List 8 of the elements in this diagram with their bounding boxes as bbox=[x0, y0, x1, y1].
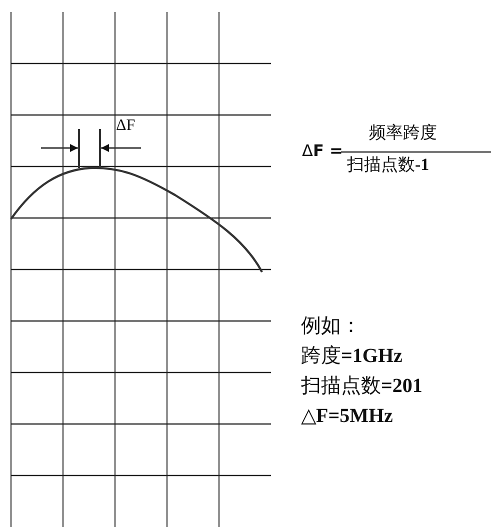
fraction-numerator: 频率跨度 bbox=[369, 124, 437, 143]
example-line: △F=5MHz bbox=[301, 405, 393, 427]
example-line: 跨度=1GHz bbox=[301, 345, 402, 367]
example-line: 扫描点数=201 bbox=[301, 375, 422, 397]
dimension-label: ΔF bbox=[116, 117, 136, 135]
example-heading: 例如： bbox=[301, 315, 361, 337]
fraction-denominator: 扫描点数-1 bbox=[347, 156, 430, 175]
formula-term: ΔF = bbox=[302, 142, 343, 160]
